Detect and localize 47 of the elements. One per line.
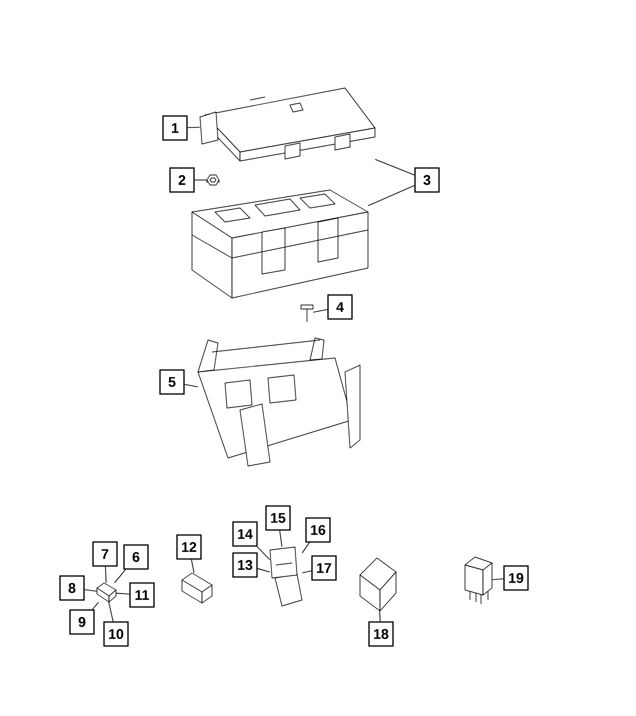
leader-line (312, 309, 328, 313)
mounting-bracket-drawing (198, 338, 360, 466)
callout-number: 17 (311, 555, 337, 581)
callout-number: 13 (232, 552, 258, 578)
leader-line (302, 542, 310, 554)
callout-number: 4 (327, 294, 353, 320)
bolt-drawing (300, 304, 314, 322)
leader-line (187, 126, 200, 128)
leader-line (184, 384, 198, 388)
leader-line (84, 589, 98, 592)
callout-number: 14 (232, 521, 258, 547)
fuse-box-cover-drawing (200, 88, 376, 162)
leader-line (302, 570, 312, 574)
callout-number: 7 (92, 541, 118, 567)
leader-line (257, 568, 270, 572)
callout-number: 8 (59, 575, 85, 601)
leader-line (108, 602, 114, 622)
callout-number: 18 (368, 621, 394, 647)
nut-drawing (206, 174, 220, 186)
leader-line (92, 602, 99, 610)
leader-line (279, 530, 282, 548)
callout-number: 3 (414, 167, 440, 193)
callout-number: 12 (176, 534, 202, 560)
callout-number: 19 (503, 565, 529, 591)
leader-line (374, 158, 415, 176)
callout-number: 15 (265, 505, 291, 531)
relay-drawing (464, 556, 492, 604)
leader-line (116, 592, 130, 595)
leader-line (191, 559, 194, 574)
mini-fuse-drawing (96, 582, 116, 602)
leader-line (379, 610, 381, 622)
fuse-box-base-drawing (192, 190, 368, 298)
callout-number: 16 (305, 517, 331, 543)
leader-line (492, 578, 504, 580)
callout-number: 11 (129, 582, 155, 608)
callout-number: 6 (123, 544, 149, 570)
callout-number: 5 (159, 369, 185, 395)
callout-number: 1 (162, 115, 188, 141)
leader-line (114, 569, 126, 584)
callout-number: 10 (103, 621, 129, 647)
callout-number: 2 (169, 167, 195, 193)
leader-line (105, 566, 107, 584)
callout-number: 9 (69, 609, 95, 635)
fuse-drawing (182, 572, 212, 604)
leader-line (256, 546, 270, 560)
relay-holder-drawing (270, 546, 302, 606)
relay-drawing (360, 558, 396, 612)
